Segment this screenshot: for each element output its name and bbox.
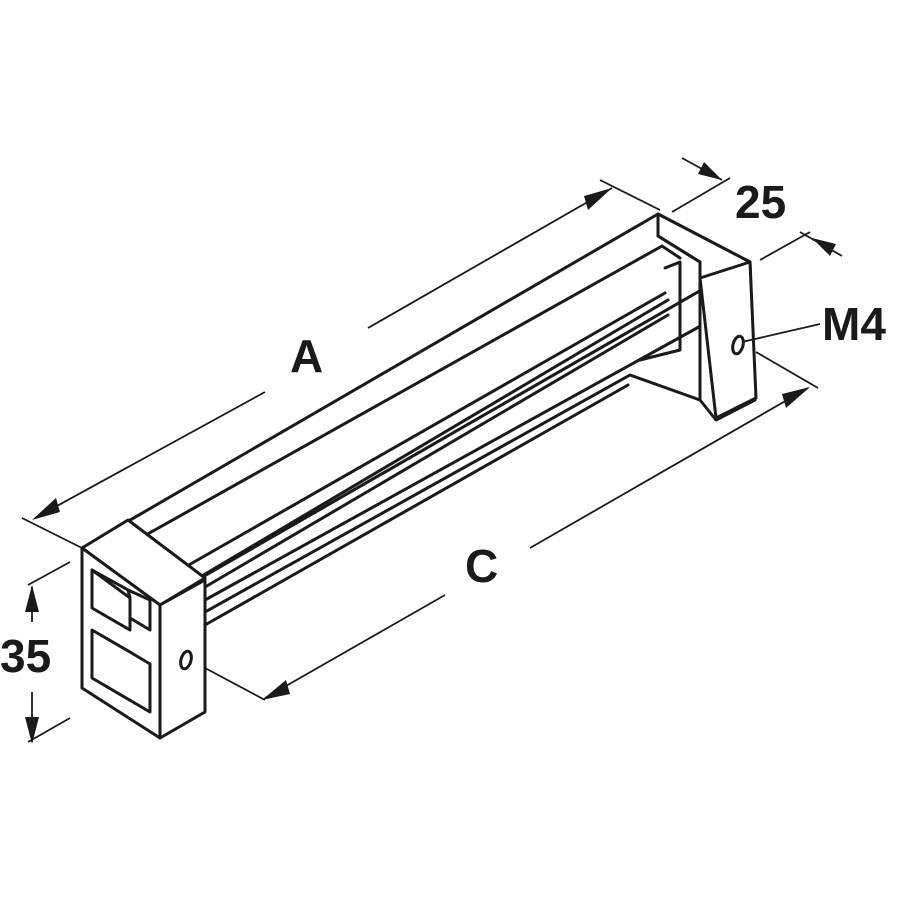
dimension-c bbox=[204, 351, 819, 701]
dim-a-arrow-left bbox=[32, 498, 60, 520]
dimension-a bbox=[21, 179, 661, 549]
label-35: 35 bbox=[0, 630, 51, 682]
top-rail bbox=[80, 212, 752, 592]
top-rail-inner-edge bbox=[126, 244, 682, 547]
dimension-25 bbox=[671, 157, 843, 261]
left-end-block bbox=[80, 518, 207, 740]
m4-leader bbox=[741, 323, 821, 343]
dim-25-arrow-right bbox=[812, 238, 836, 256]
dim-c-arrow-left bbox=[262, 680, 290, 700]
label-m4: M4 bbox=[822, 298, 886, 350]
dim-25-arrow-left bbox=[698, 162, 722, 180]
right-end-block bbox=[638, 212, 758, 422]
groove-line bbox=[178, 291, 667, 572]
label-c: C bbox=[465, 540, 498, 592]
label-25: 25 bbox=[735, 176, 786, 228]
label-a: A bbox=[290, 330, 323, 382]
dim-35-arrow-bottom bbox=[25, 717, 39, 744]
dim-c-arrow-right bbox=[782, 387, 810, 408]
left-screw-hole bbox=[179, 649, 193, 671]
handle-body bbox=[80, 212, 758, 740]
right-screw-hole bbox=[731, 334, 745, 356]
dimension-35 bbox=[25, 561, 71, 744]
dim-35-arrow-top bbox=[25, 585, 39, 612]
dim-a-arrow-right bbox=[584, 188, 612, 210]
